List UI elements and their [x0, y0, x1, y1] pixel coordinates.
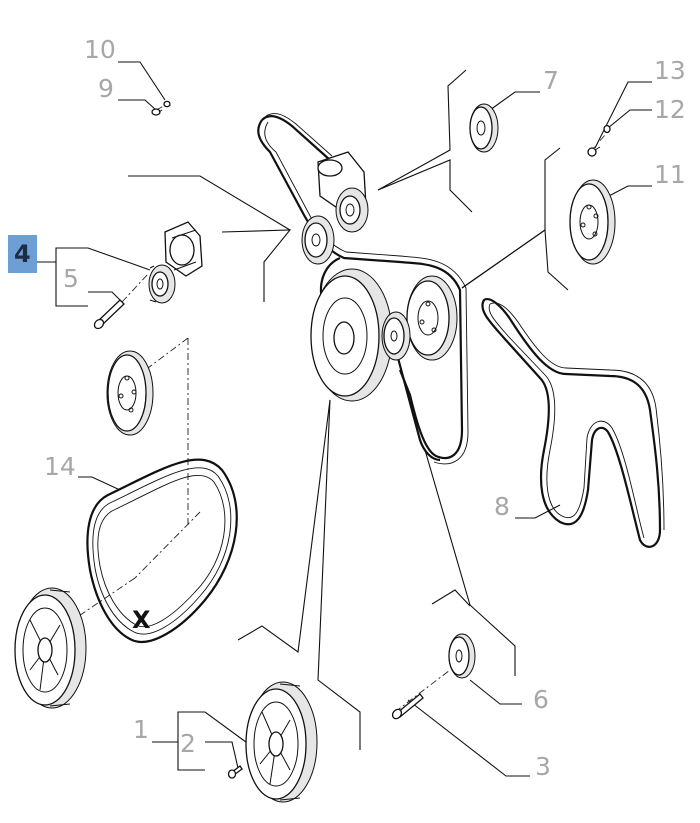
engine-idler-small[interactable]	[301, 215, 335, 265]
part-12-washer[interactable]	[603, 124, 611, 134]
part-9-screw[interactable]	[151, 108, 163, 116]
engine-idler-middle[interactable]	[381, 311, 411, 361]
callout-4-selected[interactable]: 4	[8, 235, 37, 273]
part-1-crank-damper[interactable]	[245, 681, 318, 803]
part-2-screw[interactable]	[227, 765, 243, 779]
main-belt-drive[interactable]	[257, 113, 469, 465]
engine-crank-pulley[interactable]	[310, 268, 393, 402]
belt-x-mark: X	[132, 606, 151, 634]
callout-2[interactable]: 2	[180, 729, 196, 758]
callout-6[interactable]: 6	[533, 685, 549, 714]
part-13-screw[interactable]	[587, 146, 601, 157]
callout-1[interactable]: 1	[133, 715, 149, 744]
callout-11[interactable]: 11	[654, 160, 686, 189]
part-7-idler-pulley[interactable]	[469, 103, 499, 153]
callout-3[interactable]: 3	[535, 752, 551, 781]
callout-10[interactable]: 10	[84, 35, 116, 64]
part-3-bolt[interactable]	[391, 693, 424, 720]
part-14-belt[interactable]	[86, 458, 238, 643]
engine-alternator-pulley[interactable]	[406, 275, 458, 361]
engine-tensioner[interactable]	[317, 151, 369, 233]
callout-5[interactable]: 5	[63, 264, 79, 293]
callout-8[interactable]: 8	[494, 492, 510, 521]
part-6-pulley[interactable]	[448, 633, 476, 679]
part-11-pulley[interactable]	[569, 179, 616, 265]
part-8-belt[interactable]	[481, 298, 665, 548]
callout-9[interactable]: 9	[98, 74, 114, 103]
damper-pulley-left[interactable]	[14, 587, 87, 709]
part-10-washer[interactable]	[163, 100, 171, 108]
callout-7[interactable]: 7	[543, 66, 559, 95]
idler-pulley-left[interactable]	[106, 350, 154, 436]
part-4-tensioner[interactable]	[148, 221, 203, 304]
callout-13[interactable]: 13	[654, 56, 686, 85]
callout-14[interactable]: 14	[44, 452, 76, 481]
part-5-bolt[interactable]	[93, 299, 125, 330]
callout-12[interactable]: 12	[654, 95, 686, 124]
leader-lines	[36, 61, 652, 777]
